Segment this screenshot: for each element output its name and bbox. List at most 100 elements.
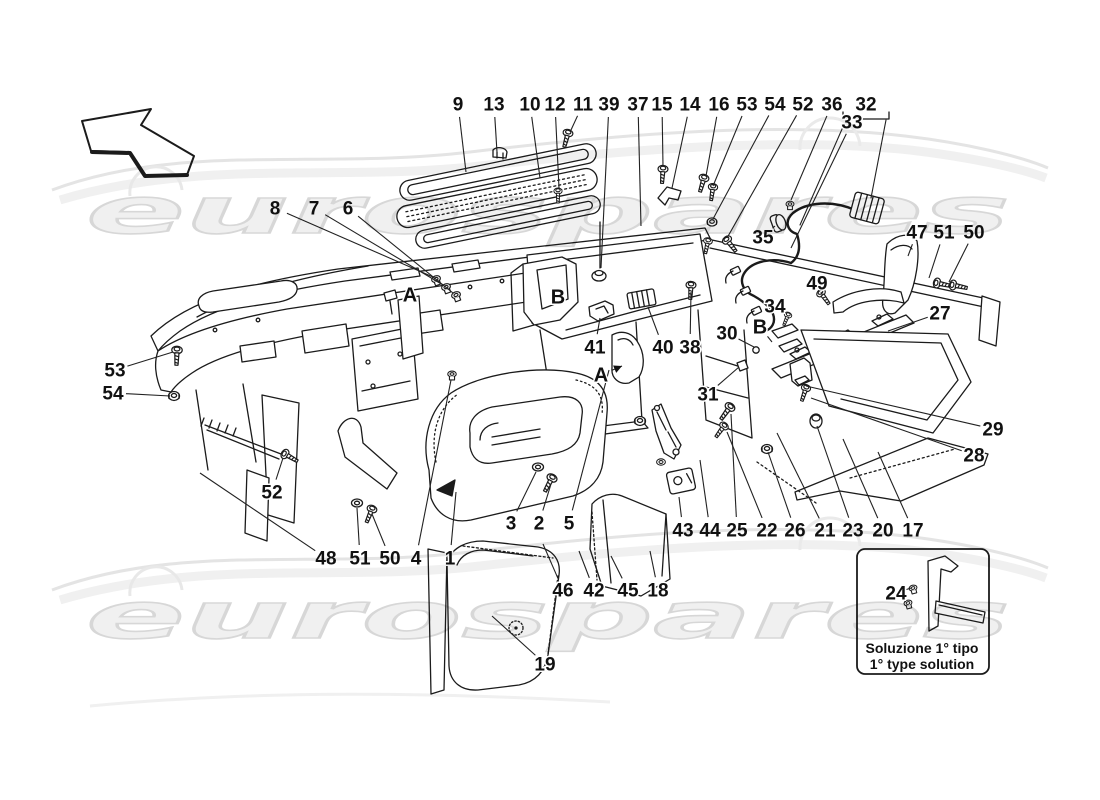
callout-53: 53 <box>736 95 757 116</box>
leader-lines <box>125 115 981 656</box>
callout-20: 20 <box>872 521 893 542</box>
leader-10 <box>531 116 541 179</box>
view-letter-A: A <box>403 285 417 307</box>
leader-34 <box>785 312 788 315</box>
callout-11: 11 <box>573 95 594 116</box>
leader-15 <box>661 116 664 167</box>
leader-50 <box>948 243 969 283</box>
callout-18: 18 <box>647 581 668 602</box>
watermark-text-top: eurospares <box>86 175 1010 249</box>
callout-4: 4 <box>411 549 422 570</box>
inset-caption-line2: 1° type solution <box>870 656 974 672</box>
leader-17 <box>877 451 909 519</box>
leader-54 <box>712 115 770 220</box>
callout-19: 19 <box>534 655 555 676</box>
callout-53: 53 <box>104 361 125 382</box>
callout-14: 14 <box>679 95 701 116</box>
leader-52 <box>726 115 798 239</box>
callout-28: 28 <box>963 446 984 467</box>
leader-24-0 <box>906 587 912 591</box>
callout-38: 38 <box>679 338 700 359</box>
diagram-artwork <box>81 108 1001 695</box>
callout-41: 41 <box>584 338 606 359</box>
leader-30 <box>738 338 755 348</box>
callout-50: 50 <box>963 223 984 244</box>
leader-9 <box>458 116 467 173</box>
callout-16: 16 <box>708 95 729 116</box>
inset-caption-line1: Soluzione 1° tipo <box>866 640 979 656</box>
callout-36: 36 <box>821 95 842 116</box>
direction-arrow-icon <box>81 108 195 178</box>
leader-12 <box>555 116 560 189</box>
leader-21 <box>776 432 820 519</box>
callout-29: 29 <box>982 420 1003 441</box>
callout-12: 12 <box>544 95 565 116</box>
callout-24: 24 <box>885 584 907 605</box>
leader-5 <box>571 369 610 511</box>
callout-52: 52 <box>792 95 813 116</box>
callout-27: 27 <box>929 304 950 325</box>
leader-38 <box>689 291 692 335</box>
leader-3 <box>516 471 537 512</box>
leader-35 <box>772 225 776 229</box>
leader-1 <box>450 491 457 546</box>
leader-28 <box>810 397 962 452</box>
leader-7 <box>324 214 444 286</box>
view-letter-A: A <box>594 365 608 387</box>
leader-50 <box>371 513 386 547</box>
leader-13 <box>494 116 498 153</box>
leader-4 <box>417 379 452 546</box>
leader-27 <box>887 316 928 332</box>
watermark-layer: eurospares eurospares <box>52 118 1048 708</box>
leader-11 <box>570 115 579 131</box>
leader-19 <box>491 615 536 656</box>
leader-52 <box>275 457 284 480</box>
leader-43 <box>678 496 682 518</box>
leader-41 <box>596 317 601 335</box>
leader-8 <box>286 212 434 278</box>
leader-6 <box>357 215 454 294</box>
leader-24-1 <box>903 599 907 603</box>
callout-49: 49 <box>806 274 827 295</box>
callout-9: 9 <box>453 95 464 116</box>
callout-6: 6 <box>343 199 354 220</box>
callout-32: 32 <box>855 95 876 116</box>
callout-30: 30 <box>716 324 737 345</box>
leader-51 <box>928 244 941 279</box>
callout-35: 35 <box>752 228 774 249</box>
callout-52: 52 <box>261 483 282 504</box>
leader-23 <box>816 425 850 518</box>
leader-40 <box>647 306 659 336</box>
leader-31 <box>717 366 740 386</box>
callout-31: 31 <box>697 385 719 406</box>
callout-46: 46 <box>552 581 573 602</box>
view-letter-B: B <box>551 287 565 309</box>
callout-15: 15 <box>651 95 673 116</box>
view-letter-B: B <box>753 317 767 339</box>
watermark-text-bottom: eurospares <box>86 580 1010 654</box>
callout-47: 47 <box>906 223 927 244</box>
leader-view-A-arrowhead <box>613 365 622 373</box>
callout-3: 3 <box>506 514 517 535</box>
callout-54: 54 <box>764 95 786 116</box>
callout-8: 8 <box>270 199 281 220</box>
callout-45: 45 <box>617 581 639 602</box>
leader-26 <box>767 451 792 518</box>
callout-13: 13 <box>483 95 504 116</box>
leader-47 <box>907 243 913 257</box>
callout-2: 2 <box>534 514 545 535</box>
leader-44 <box>699 459 709 518</box>
leader-25 <box>730 413 737 518</box>
leader-53 <box>712 115 743 187</box>
leader-39 <box>600 116 609 269</box>
leader-49 <box>820 291 823 296</box>
leader-51 <box>356 507 360 546</box>
callout-37: 37 <box>627 95 648 116</box>
leader-2 <box>542 483 552 511</box>
leader-20 <box>842 438 879 519</box>
callout-7: 7 <box>309 199 320 220</box>
leader-view-B <box>767 336 773 343</box>
